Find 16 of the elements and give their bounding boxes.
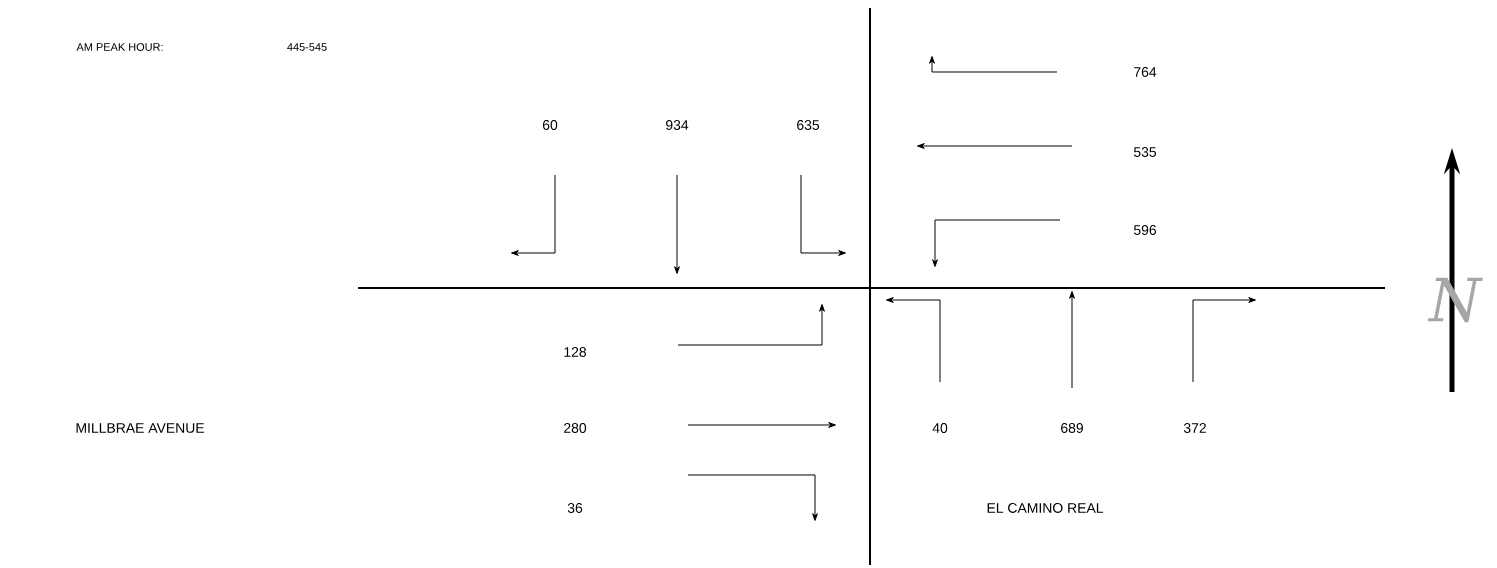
movement-count: 36 (567, 503, 583, 513)
movement-count: 280 (564, 423, 587, 433)
header-text: AM PEAK HOUR: (76, 43, 163, 51)
movement-count: 934 (666, 120, 689, 130)
movement-count: 40 (932, 423, 948, 433)
movement-count: 128 (564, 347, 587, 357)
peak-hour-value: 445-545 (287, 43, 327, 51)
movement-count: 596 (1133, 225, 1156, 235)
movement-count: 372 (1183, 423, 1206, 433)
movement-count: 535 (1133, 147, 1157, 157)
street-name: EL CAMINO REAL (987, 503, 1104, 513)
movement-count: 764 (1134, 67, 1157, 77)
movement-count: 635 (797, 120, 820, 130)
street-name: MILLBRAE AVENUE (76, 423, 204, 433)
movement-count: 689 (1061, 423, 1083, 433)
movement-count: 60 (542, 120, 558, 130)
